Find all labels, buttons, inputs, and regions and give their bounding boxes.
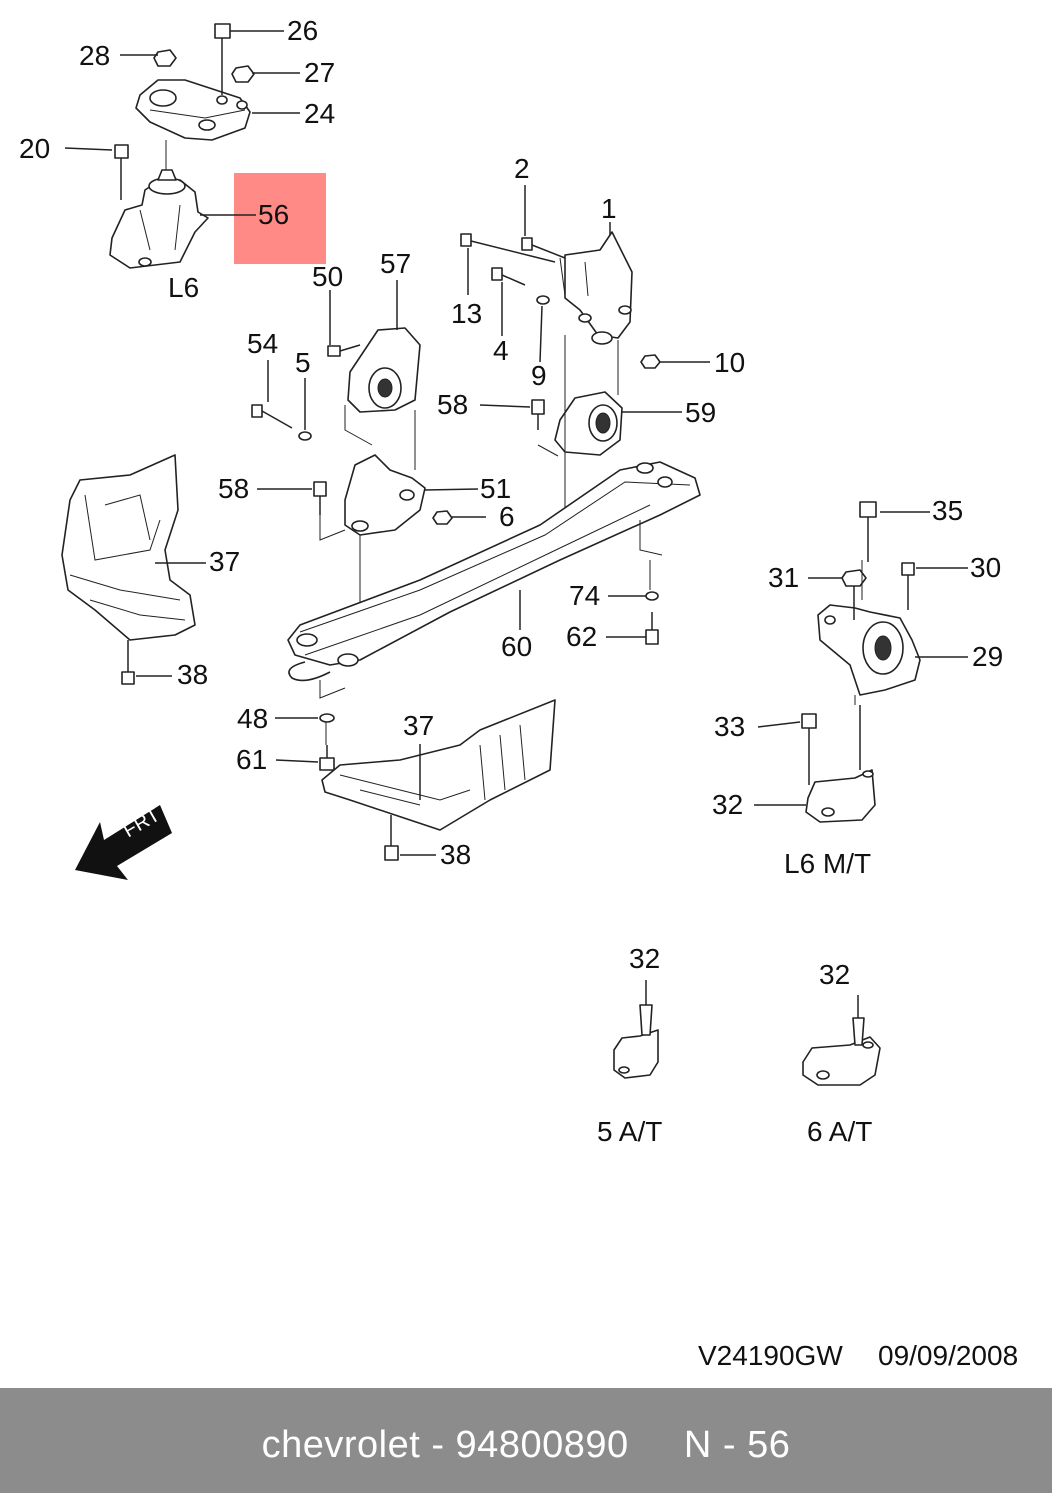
bolt-54	[251, 404, 293, 429]
mount-57	[347, 327, 421, 413]
caption-6at: 6 A/T	[807, 1116, 873, 1147]
callout-35: 35	[932, 495, 964, 526]
washer-5	[298, 431, 312, 441]
callout-62: 62	[566, 621, 598, 652]
bracket-32-mt	[805, 705, 876, 823]
callout-26: 26	[287, 15, 319, 46]
bracket-1	[564, 231, 633, 345]
bolt-33	[801, 713, 817, 785]
callout-27: 27	[304, 57, 336, 88]
callout-29: 29	[972, 641, 1004, 672]
parts-diagram	[61, 23, 968, 1086]
callout-60: 60	[501, 631, 533, 662]
bolt-58-right	[531, 399, 545, 430]
callout-1: 1	[601, 193, 617, 224]
callout-6: 6	[499, 501, 515, 532]
bolt-31	[841, 569, 867, 620]
splash-shield-37-lower	[321, 699, 556, 831]
washer-9	[536, 295, 550, 305]
mount-29	[817, 604, 921, 696]
bolt-20	[114, 144, 129, 200]
callout-32-5at: 32	[629, 943, 661, 974]
bolt-30	[901, 562, 915, 610]
bolt-35	[859, 501, 877, 562]
bolt-62	[645, 612, 659, 645]
callout-32-6at: 32	[819, 959, 851, 990]
callout-28: 28	[79, 40, 111, 71]
callout-10: 10	[714, 347, 746, 378]
footer-text: chevrolet - 94800890 N - 56	[261, 1424, 791, 1466]
callout-2: 2	[514, 153, 530, 184]
callout-57: 57	[380, 248, 412, 279]
callout-37-left: 37	[209, 546, 241, 577]
splash-shield-37-upper	[61, 454, 196, 641]
washer-74	[645, 591, 659, 601]
bolt-38-bottom	[384, 815, 399, 861]
callout-61: 61	[236, 744, 268, 775]
bracket-32-6at	[802, 995, 881, 1086]
leader-lines	[64, 30, 968, 856]
callout-74: 74	[569, 580, 601, 611]
nut-28	[153, 49, 177, 67]
callout-13: 13	[451, 298, 483, 329]
callout-33: 33	[714, 711, 746, 742]
callout-24: 24	[304, 98, 336, 129]
nut-10	[640, 354, 661, 369]
callout-5: 5	[295, 347, 311, 378]
diagram-code: V24190GW	[698, 1340, 843, 1371]
callout-32-mt: 32	[712, 789, 744, 820]
callout-38-lower: 38	[440, 839, 472, 870]
callout-30: 30	[970, 552, 1002, 583]
callout-56: 56	[258, 199, 290, 230]
callout-50: 50	[312, 261, 344, 292]
bolt-61	[319, 745, 335, 771]
bolt-4	[491, 267, 526, 286]
upper-mount-bracket	[135, 79, 251, 141]
bolt-13	[460, 233, 556, 263]
washer-48	[319, 713, 335, 723]
callout-54: 54	[247, 328, 279, 359]
callout-38-left: 38	[177, 659, 209, 690]
callout-20: 20	[19, 133, 51, 164]
bolt-58-left	[313, 481, 327, 515]
highlighted-part-marker	[234, 173, 326, 264]
footer-bar	[0, 1388, 1052, 1493]
callout-37-lower: 37	[403, 710, 435, 741]
nut-27	[231, 65, 255, 83]
caption-5at: 5 A/T	[597, 1116, 663, 1147]
callout-31: 31	[768, 562, 800, 593]
callout-59: 59	[685, 397, 717, 428]
caption-l6-mt: L6 M/T	[784, 848, 872, 879]
crossmember-60	[287, 461, 701, 682]
caption-l6: L6	[168, 272, 200, 303]
callout-4: 4	[493, 335, 509, 366]
callout-58-left: 58	[218, 473, 250, 504]
diagram-date: 09/09/2008	[878, 1340, 1019, 1371]
bracket-51	[344, 454, 426, 536]
bolt-26	[214, 23, 231, 95]
callout-48: 48	[237, 703, 269, 734]
callout-9: 9	[531, 360, 547, 391]
mount-59	[554, 391, 623, 456]
bracket-32-5at	[613, 980, 659, 1079]
callout-58-right: 58	[437, 389, 469, 420]
nut-6	[432, 510, 453, 525]
front-direction-arrow	[75, 805, 172, 880]
bolt-38-left	[121, 640, 135, 685]
bolt-50	[327, 344, 361, 357]
engine-mount-l6	[109, 169, 209, 269]
callout-51: 51	[480, 473, 512, 504]
bolt-2	[521, 237, 566, 259]
